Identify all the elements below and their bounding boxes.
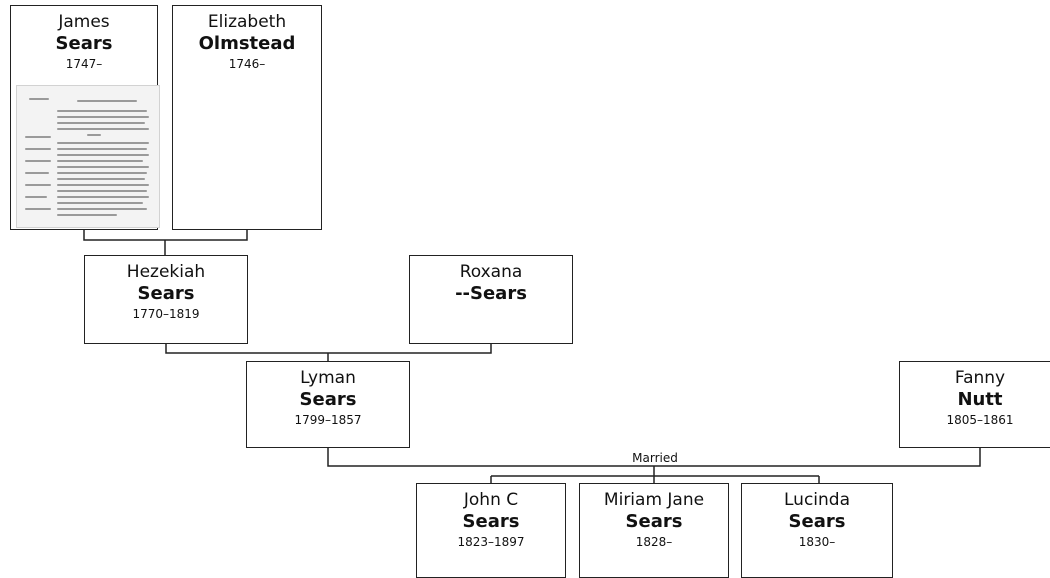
given-name: Elizabeth	[207, 12, 287, 32]
given-name: James	[58, 12, 110, 32]
surname: Sears	[625, 511, 683, 532]
surname: Nutt	[957, 389, 1003, 410]
person-card-john[interactable]: John C Sears 1823–1897	[416, 483, 566, 578]
life-dates: 1746–	[228, 57, 266, 71]
life-dates: 1747–	[65, 57, 103, 71]
life-dates: 1830–	[798, 535, 836, 549]
connector-children	[490, 466, 820, 483]
person-card-fanny[interactable]: Fanny Nutt 1805–1861	[899, 361, 1050, 448]
surname: Sears	[462, 511, 520, 532]
person-card-miriam[interactable]: Miriam Jane Sears 1828–	[579, 483, 729, 578]
given-name: Hezekiah	[126, 262, 206, 282]
married-label: Married	[620, 451, 690, 465]
life-dates: 1770–1819	[132, 307, 200, 321]
person-card-elizabeth[interactable]: Elizabeth Olmstead 1746–	[172, 5, 322, 230]
surname: Olmstead	[198, 33, 296, 54]
given-name: John C	[463, 490, 519, 510]
given-name: Miriam Jane	[603, 490, 705, 510]
connector-hezekiah-roxana	[165, 343, 492, 361]
life-dates: 1805–1861	[946, 413, 1014, 427]
surname: Sears	[788, 511, 846, 532]
person-card-james[interactable]: James Sears 1747–	[10, 5, 160, 230]
life-dates: 1823–1897	[457, 535, 525, 549]
given-name: Lucinda	[784, 490, 850, 510]
person-card-lucinda[interactable]: Lucinda Sears 1830–	[741, 483, 893, 578]
person-card-lyman[interactable]: Lyman Sears 1799–1857	[246, 361, 410, 448]
given-name: Lyman	[300, 368, 356, 388]
given-name: Roxana	[459, 262, 523, 282]
connector-james-elizabeth	[83, 229, 248, 255]
surname: --Sears	[455, 283, 527, 304]
surname: Sears	[55, 33, 113, 54]
given-name: Fanny	[954, 368, 1006, 388]
life-dates: 1799–1857	[294, 413, 362, 427]
person-card-hezekiah[interactable]: Hezekiah Sears 1770–1819	[84, 255, 248, 344]
surname: Sears	[137, 283, 195, 304]
surname: Sears	[299, 389, 357, 410]
person-card-roxana[interactable]: Roxana --Sears	[409, 255, 573, 344]
life-dates: 1828–	[635, 535, 673, 549]
document-thumbnail-image[interactable]	[16, 85, 160, 228]
